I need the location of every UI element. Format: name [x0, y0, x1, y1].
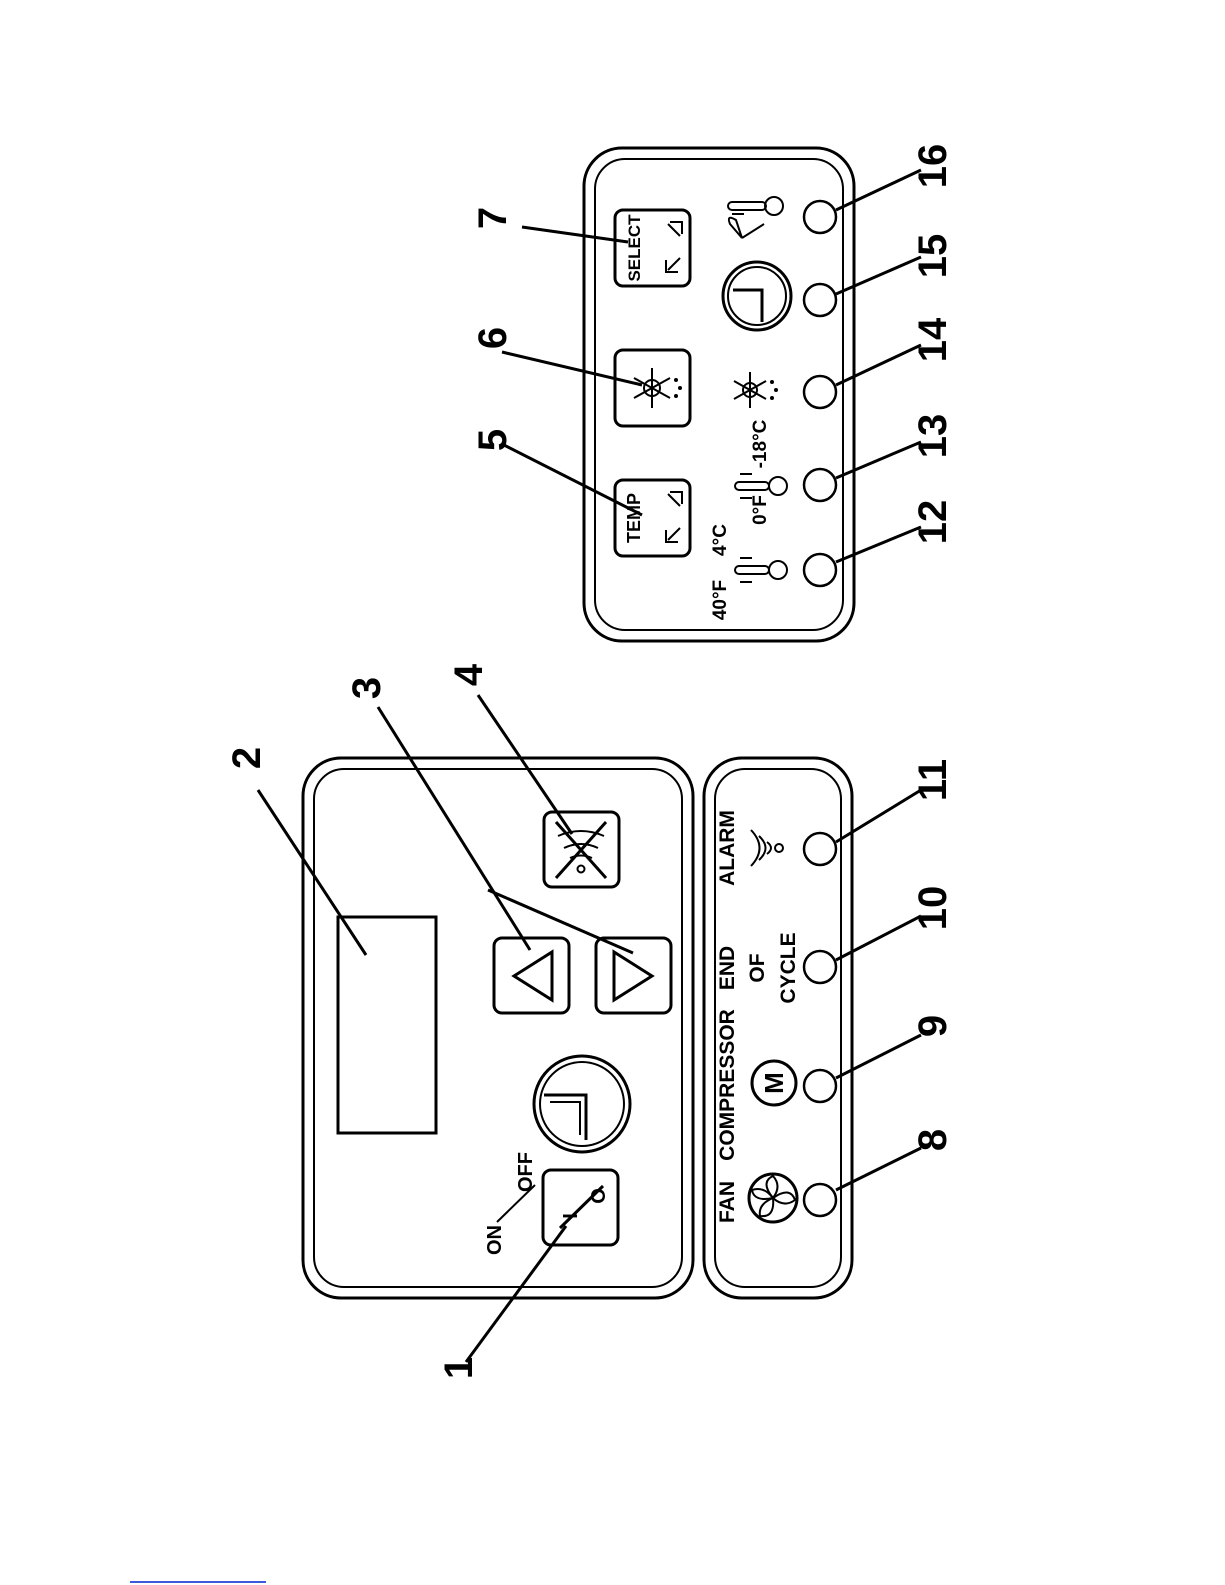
callout-9: 9	[911, 1015, 955, 1037]
defrost-indicator-light	[804, 376, 836, 408]
temp-button[interactable]: TEMP	[615, 480, 690, 556]
fresh-c-label: 4°C	[710, 524, 731, 556]
end-label: END	[716, 946, 739, 990]
frozen-indicator-light	[804, 469, 836, 501]
defrost-button[interactable]	[615, 350, 690, 426]
alarm-silence-button[interactable]	[544, 812, 619, 887]
svg-text:SELECT: SELECT	[625, 214, 644, 282]
callout-5: 5	[471, 429, 515, 451]
alarm-label: ALARM	[716, 810, 739, 886]
callout-15: 15	[911, 234, 955, 279]
callout-16: 16	[911, 144, 955, 189]
fan-label: FAN	[716, 1181, 739, 1223]
callout-7: 7	[471, 207, 515, 229]
callout-10: 10	[911, 886, 955, 931]
display-window	[338, 917, 436, 1133]
clock-icon	[534, 1056, 630, 1152]
left-arrow-button[interactable]	[494, 938, 569, 1013]
of-label: OF	[746, 953, 769, 982]
alarm-indicator-light	[804, 833, 836, 865]
svg-text:M: M	[759, 1072, 789, 1094]
fresh-f-label: 40°F	[710, 580, 731, 620]
switch-on-glyph: I	[560, 1213, 582, 1219]
callout-4: 4	[447, 663, 491, 686]
temperature-control-panel: TEMP SELECT 40°F 4°C	[584, 148, 854, 641]
timer-indicator-light	[804, 284, 836, 316]
compressor-label: COMPRESSOR	[716, 1009, 739, 1161]
callout-13: 13	[911, 414, 955, 459]
fresh-indicator-light	[804, 554, 836, 586]
switch-off-glyph: O	[588, 1188, 610, 1204]
off-label: OFF	[515, 1152, 537, 1192]
main-control-panel: I O ON OFF	[303, 758, 693, 1298]
right-arrow-button[interactable]	[596, 938, 671, 1013]
status-indicator-panel: FAN COMPRESSOR M END OF CYCLE ALARM	[704, 758, 852, 1298]
compressor-indicator-light	[804, 1070, 836, 1102]
on-off-switch[interactable]: I O	[543, 1170, 618, 1245]
callout-3: 3	[345, 677, 389, 699]
callout-11: 11	[911, 759, 955, 801]
callout-12: 12	[911, 500, 955, 545]
callout-2: 2	[225, 747, 269, 769]
fan-indicator-light	[804, 1184, 836, 1216]
svg-text:TEMP: TEMP	[624, 493, 644, 543]
on-label: ON	[484, 1225, 506, 1255]
callout-1: 1	[437, 1357, 481, 1379]
callout-14: 14	[911, 317, 955, 362]
cycle-label: CYCLE	[777, 932, 800, 1003]
end-of-cycle-indicator-light	[804, 951, 836, 983]
probe-indicator-light	[804, 201, 836, 233]
select-button[interactable]: SELECT	[615, 210, 690, 286]
frozen-f-label: 0°F	[750, 495, 771, 525]
frozen-c-label: -18°C	[750, 419, 771, 468]
callout-6: 6	[471, 327, 515, 349]
callout-8: 8	[911, 1129, 955, 1151]
